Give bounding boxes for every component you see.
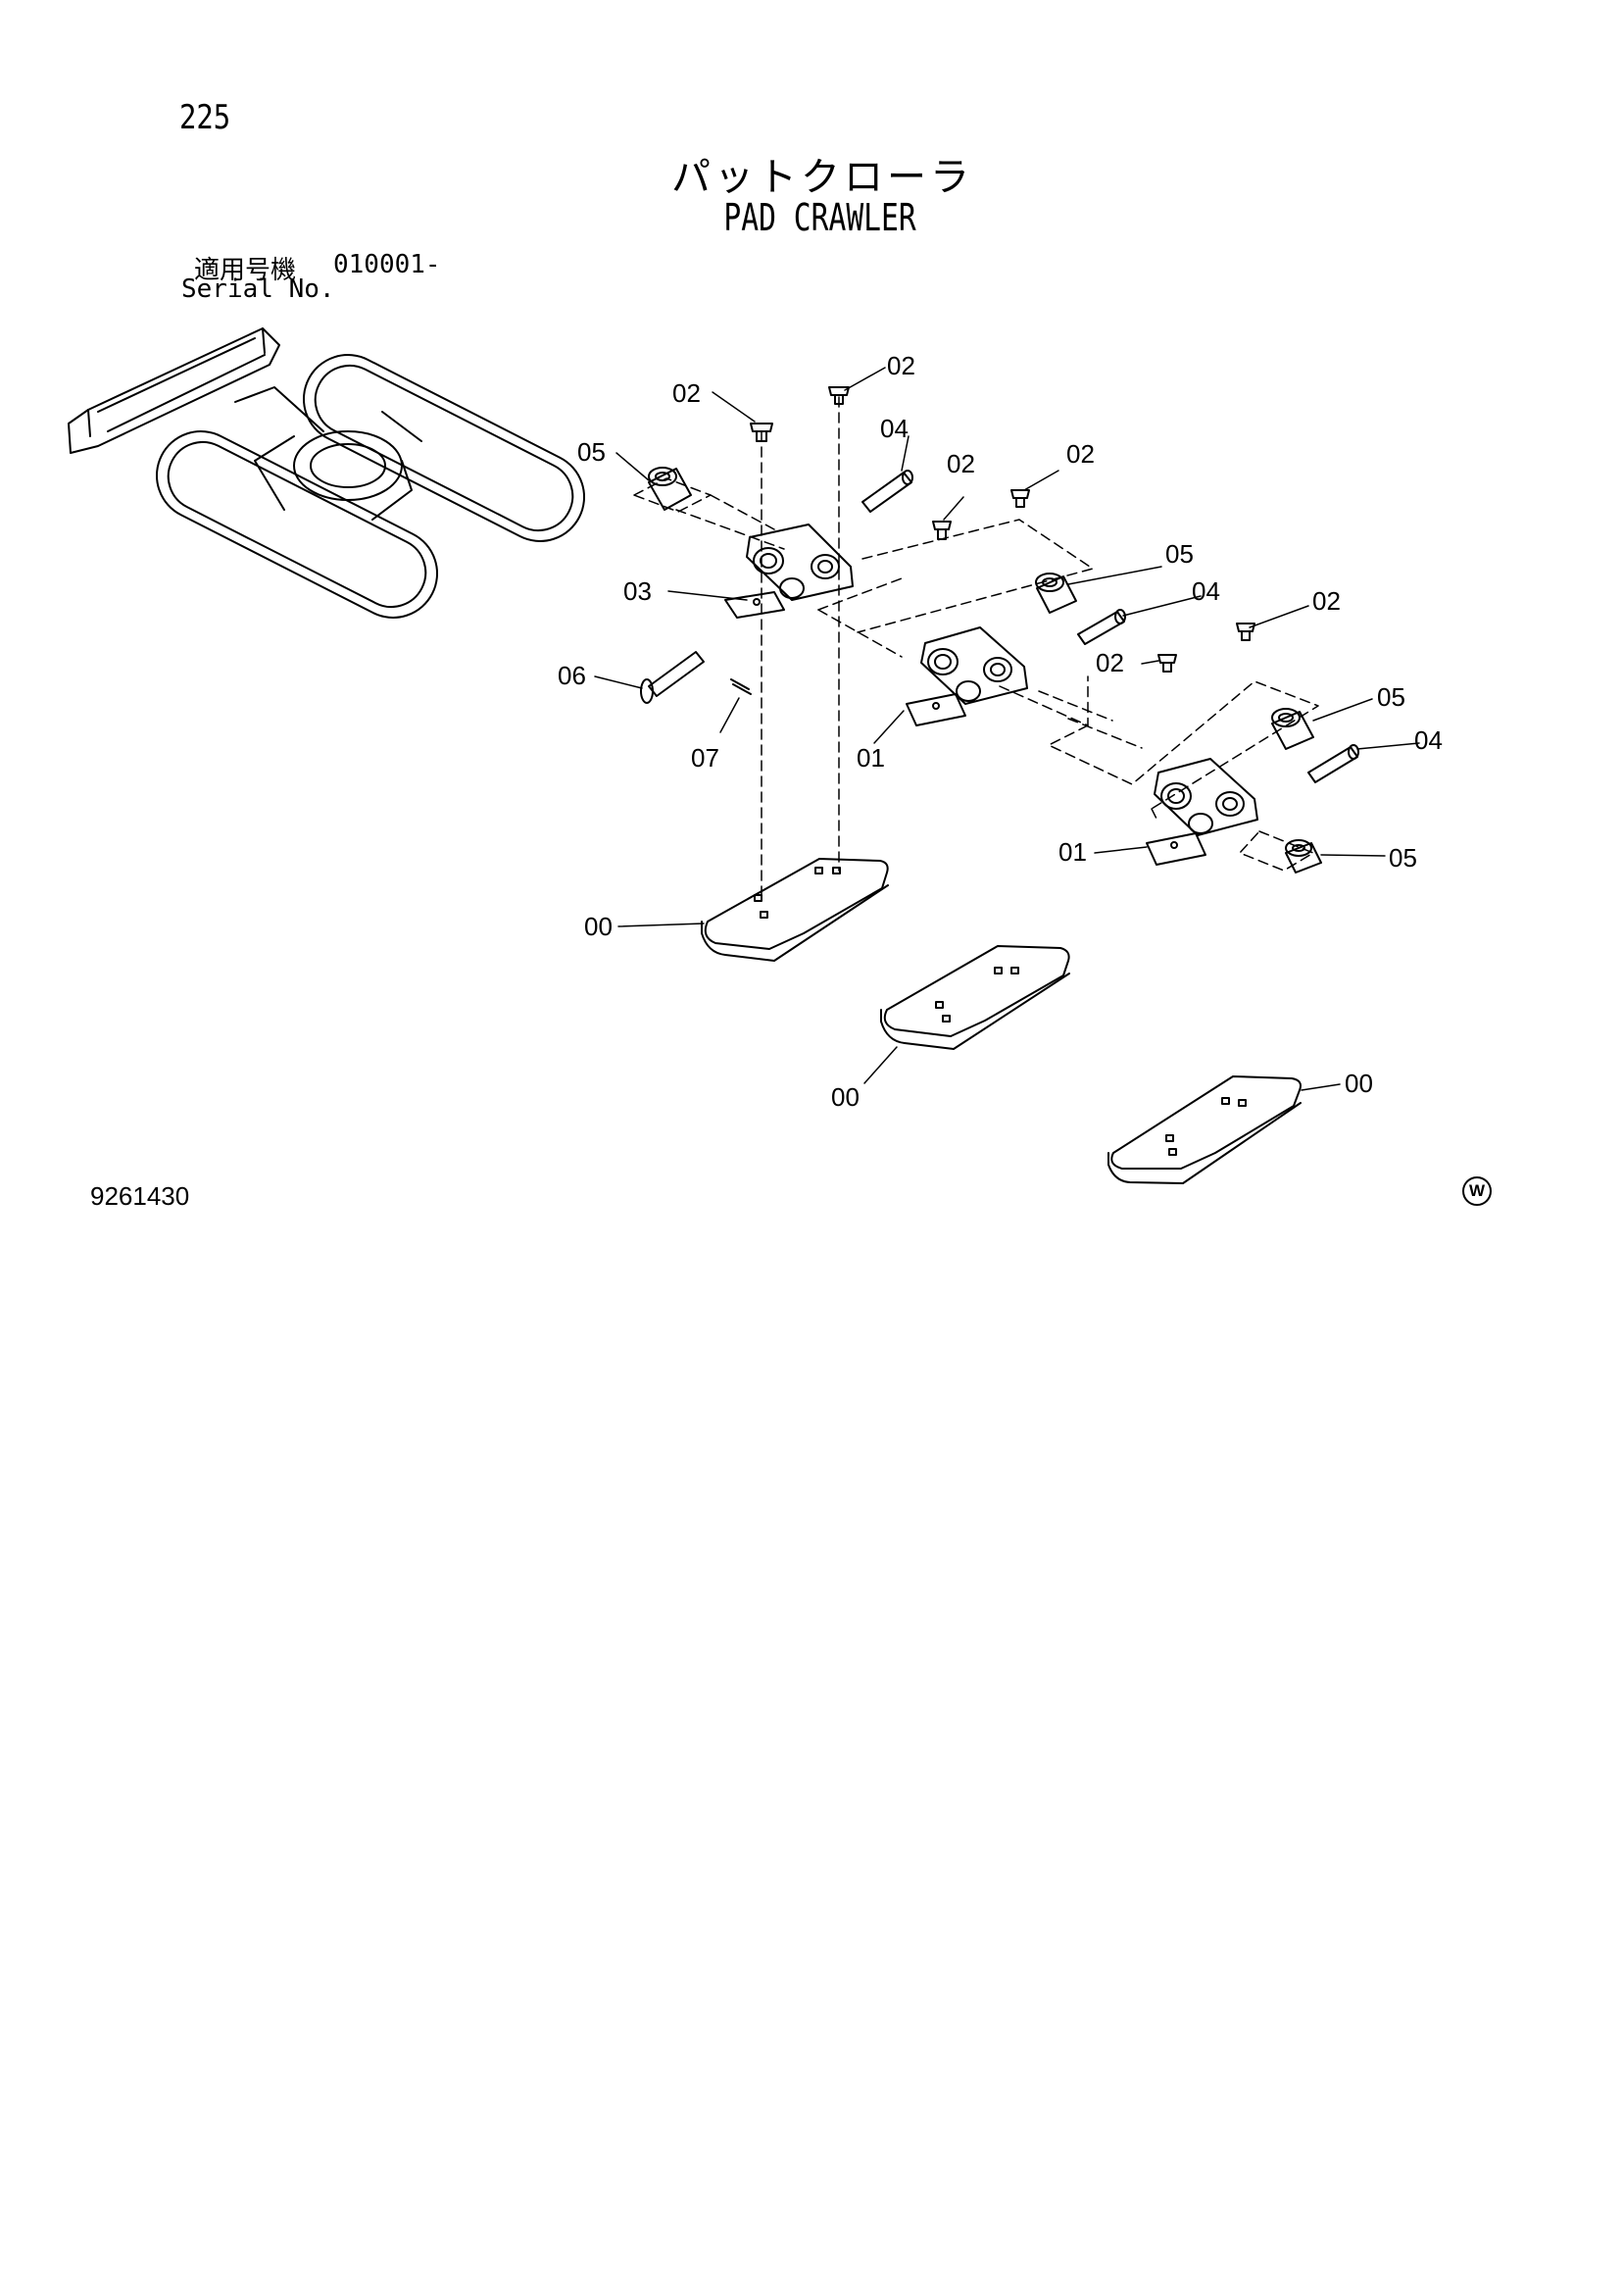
- machine-locator-icon: [68, 327, 586, 619]
- callout-00: 00: [831, 1082, 860, 1112]
- callout-03: 03: [623, 576, 652, 606]
- callout-04: 04: [1414, 725, 1443, 755]
- callout-04: 04: [1192, 576, 1220, 606]
- callout-01: 01: [1058, 837, 1087, 867]
- callout-02: 02: [672, 378, 701, 408]
- pad-shoe-2: [880, 945, 1070, 1050]
- page-number: 225: [179, 98, 231, 137]
- link-assembly-01-upper: [906, 626, 1028, 726]
- pad-shoe-3: [1107, 1075, 1302, 1184]
- callout-05: 05: [1389, 843, 1417, 873]
- serial-label-english: Serial No.: [181, 275, 335, 304]
- pin-04-b: [1077, 609, 1126, 645]
- callout-02: 02: [1096, 648, 1124, 677]
- serial-range-value: 010001-: [333, 250, 441, 279]
- callout-05: 05: [577, 437, 606, 467]
- pad-shoe-1: [701, 858, 889, 962]
- master-pin-06: [640, 651, 705, 704]
- page-title-japanese: パットクローラ: [671, 155, 973, 200]
- bushing-05-d: [1285, 839, 1322, 873]
- cotter-pin-07: [730, 678, 752, 695]
- bolt-02-d: [1010, 489, 1030, 508]
- page-title-english: PAD CRAWLER: [723, 196, 916, 239]
- bolt-02-f: [1236, 623, 1255, 641]
- bolt-02-a: [750, 423, 773, 442]
- callout-02: 02: [1066, 439, 1095, 469]
- bushing-05-b: [1035, 573, 1077, 614]
- callout-05: 05: [1377, 682, 1405, 712]
- callout-05: 05: [1165, 539, 1194, 569]
- parts-exploded-diagram: 02 02 04 02 02 05 03 05 04 02 02 05 04 0…: [68, 327, 1443, 1184]
- bolt-02-b: [828, 386, 850, 405]
- pin-04-a: [861, 470, 913, 513]
- corner-mark-icon: W: [1462, 1176, 1492, 1206]
- callout-07: 07: [691, 743, 719, 773]
- serial-label-japanese: 適用号機: [194, 256, 297, 285]
- link-assembly-03: [724, 524, 854, 619]
- callout-02: 02: [1312, 586, 1341, 616]
- figure-code: 9261430: [90, 1181, 190, 1211]
- callout-04: 04: [880, 414, 909, 443]
- callout-00: 00: [584, 912, 613, 941]
- callout-01: 01: [857, 743, 885, 773]
- pin-04-c: [1307, 744, 1359, 783]
- bolt-02-e: [1157, 654, 1177, 673]
- bushing-05-c: [1271, 708, 1314, 750]
- callout-00: 00: [1345, 1069, 1373, 1098]
- callout-02: 02: [947, 449, 975, 478]
- callout-06: 06: [558, 661, 586, 690]
- bushing-05-a: [648, 467, 692, 511]
- bolt-02-c: [932, 521, 952, 540]
- link-assembly-01-lower: [1146, 758, 1258, 866]
- callout-02: 02: [887, 351, 915, 380]
